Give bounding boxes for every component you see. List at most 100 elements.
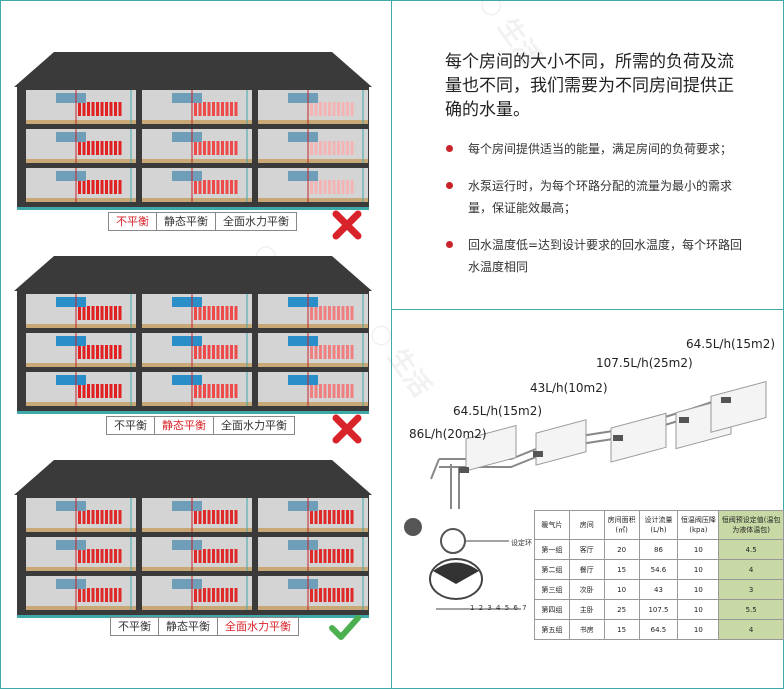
radiator-fin — [118, 180, 122, 194]
scale-label: 1 2 3 4 5 6 7 — [470, 604, 528, 612]
room-floor — [258, 402, 368, 406]
label-unbalanced: 不平衡 — [111, 618, 159, 635]
label-full-balance: 全面水力平衡 — [225, 620, 291, 633]
radiator-fin — [212, 384, 215, 398]
radiator-fin — [310, 384, 313, 398]
radiator-fin — [105, 345, 108, 359]
radiator-fin — [100, 141, 104, 155]
radiator-fin — [350, 384, 354, 398]
radiator-fin — [105, 384, 108, 398]
room-floor — [142, 606, 252, 610]
ground-line — [17, 207, 369, 210]
flow-label-3: 43L/h(10m2) — [530, 381, 608, 395]
radiator-fin — [230, 141, 233, 155]
radiator-fin — [341, 384, 345, 398]
radiator-fin — [346, 306, 349, 320]
radiator-fin — [221, 549, 224, 563]
room-window — [172, 336, 202, 346]
radiator-fin — [105, 141, 108, 155]
radiator-fin — [100, 510, 104, 524]
radiator-fin — [198, 141, 202, 155]
radiator-fin — [225, 345, 229, 359]
table-header: 房间面积(㎡) — [603, 510, 640, 540]
radiator-fin — [82, 549, 86, 563]
table-cell: 书房 — [568, 619, 605, 640]
radiator-fin — [114, 510, 117, 524]
radiator-fin — [332, 345, 336, 359]
table-cell: 10 — [603, 579, 640, 600]
radiator-fin — [194, 180, 197, 194]
room-window — [288, 171, 318, 181]
room-floor — [26, 198, 136, 202]
radiator-fin — [96, 384, 99, 398]
radiator-fin — [198, 102, 202, 116]
radiator-fin — [314, 549, 318, 563]
radiator-fin — [332, 588, 336, 602]
radiator-fin — [216, 141, 220, 155]
radiator-fin — [225, 384, 229, 398]
balance-label-box-1: 不平衡 静态平衡 全面水力平衡 — [108, 212, 297, 231]
radiator-fin — [225, 141, 229, 155]
radiator-fin — [328, 345, 331, 359]
flow-label-5: 64.5L/h(15m2) — [686, 337, 776, 351]
radiator-fin — [337, 102, 340, 116]
cross-icon — [332, 210, 362, 240]
ground-line — [17, 411, 369, 414]
radiator-fin — [230, 102, 233, 116]
radiator-fin — [91, 102, 95, 116]
radiator-fin — [328, 588, 331, 602]
radiator-fin — [87, 180, 90, 194]
radiator-fin — [216, 102, 220, 116]
radiator-fin — [314, 180, 318, 194]
radiator-fin — [341, 306, 345, 320]
radiator-fin — [87, 588, 90, 602]
table-cell: 20 — [603, 539, 640, 560]
bullet-item: 水泵运行时，为每个环路分配的流量为最小的需求量，保证能效最高； — [446, 175, 746, 219]
radiator-fin — [207, 141, 211, 155]
radiator-fin — [198, 180, 202, 194]
radiator-fin — [207, 510, 211, 524]
radiator-fin — [87, 345, 90, 359]
radiator-fin — [207, 384, 211, 398]
room-window — [288, 132, 318, 142]
cross-icon — [332, 414, 362, 444]
radiator-fin — [91, 510, 95, 524]
balance-label-box-3: 不平衡 静态平衡 全面水力平衡 — [110, 617, 299, 636]
radiator-fin — [225, 549, 229, 563]
radiator-fin — [198, 306, 202, 320]
radiator-fin — [91, 549, 95, 563]
table-cell: 25 — [603, 599, 640, 620]
room-floor — [258, 324, 368, 328]
radiator-fin — [109, 588, 113, 602]
radiator-fin — [203, 345, 206, 359]
radiator-fin — [346, 141, 349, 155]
room-window — [288, 297, 318, 307]
radiator-fin — [78, 102, 81, 116]
radiator-fin — [319, 306, 322, 320]
room-floor — [142, 402, 252, 406]
radiator-fin — [203, 588, 206, 602]
radiator-fin — [212, 588, 215, 602]
radiator-fin — [332, 180, 336, 194]
radiator-fin — [203, 141, 206, 155]
radiator-fin — [319, 549, 322, 563]
room-floor — [26, 402, 136, 406]
radiator-fin — [337, 510, 340, 524]
radiator-fin — [341, 510, 345, 524]
radiator-fin — [346, 180, 349, 194]
table-header: 设计流量(L/h) — [638, 510, 679, 540]
radiator-fin — [109, 180, 113, 194]
room-floor — [26, 120, 136, 124]
table-cell: 107.5 — [638, 599, 679, 620]
radiator-fin — [78, 510, 81, 524]
radiator-fin — [212, 306, 215, 320]
radiator-fin — [96, 345, 99, 359]
label-full-balance: 全面水力平衡 — [221, 419, 287, 432]
radiator-fin — [100, 306, 104, 320]
table-header: 暖气片 — [534, 510, 570, 540]
radiator-fin — [332, 384, 336, 398]
radiator-fin — [310, 306, 313, 320]
room-window — [56, 171, 86, 181]
room-window — [56, 297, 86, 307]
